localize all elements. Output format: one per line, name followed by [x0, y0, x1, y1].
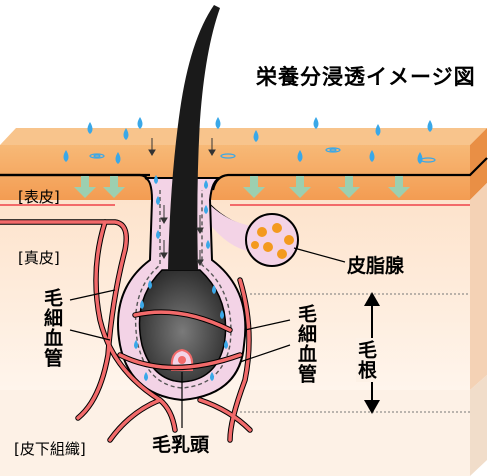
water-drop-icon [148, 280, 152, 289]
down-arrow-icon [338, 176, 360, 198]
droplets [63, 117, 433, 381]
water-drop-icon [204, 205, 208, 214]
capillary-label-right: 毛細血管 [295, 304, 317, 384]
water-drop-icon [206, 240, 210, 249]
water-drop-icon [224, 340, 228, 349]
water-drop-icon [313, 117, 319, 129]
dermis-side [470, 183, 487, 390]
water-drop-icon [427, 120, 433, 132]
water-drop-icon [156, 196, 160, 205]
water-drop-icon [210, 372, 214, 381]
dermal-papilla-label: 毛乳頭 [152, 434, 210, 456]
penetration-arrows [74, 176, 410, 198]
subcutaneous-side [470, 375, 487, 476]
capillaries [0, 220, 252, 442]
diagram-title: 栄養分浸透イメージ図 [256, 65, 476, 89]
water-drop-icon [123, 128, 129, 140]
hair-root-label: 毛根 [355, 338, 377, 382]
sebaceous-gland [207, 204, 346, 267]
sebaceous-gland-label: 皮脂腺 [347, 255, 405, 277]
epidermis-side [470, 128, 487, 200]
water-drop-icon [375, 124, 381, 136]
water-drop-icon [156, 230, 160, 239]
follicle-flow-arrows [148, 138, 216, 266]
water-drop-icon [369, 150, 375, 162]
water-drop-icon [204, 180, 208, 189]
down-arrow-icon [103, 176, 125, 198]
epidermis-top-face [0, 128, 487, 145]
down-arrow-icon [74, 176, 96, 198]
water-drop-icon [115, 152, 121, 164]
sebaceous-leader-line [293, 247, 346, 263]
down-arrow-icon [243, 176, 265, 198]
water-drop-icon [253, 130, 259, 142]
water-drop-icon [154, 175, 158, 184]
water-drop-icon [137, 117, 143, 129]
water-drop-icon [220, 310, 224, 319]
water-drop-icon [87, 122, 93, 134]
skin-block [0, 128, 488, 476]
capillary-label-left: 毛細血管 [41, 288, 63, 368]
down-arrow-icon [289, 176, 311, 198]
hair-shaft [168, 5, 220, 270]
water-drop-icon [215, 117, 221, 129]
water-drop-icon [134, 340, 138, 349]
water-drop-icon [212, 285, 216, 294]
layer-label-epidermis: [表皮] [18, 188, 60, 206]
water-drop-icon [144, 372, 148, 381]
water-drop-icon [297, 150, 303, 162]
down-arrow-icon [388, 176, 410, 198]
ripples [89, 147, 436, 163]
water-drop-icon [63, 150, 69, 162]
water-drop-icon [140, 300, 144, 309]
layer-label-subcutaneous: [皮下組織] [14, 440, 86, 458]
layer-label-dermis: [真皮] [18, 249, 60, 267]
